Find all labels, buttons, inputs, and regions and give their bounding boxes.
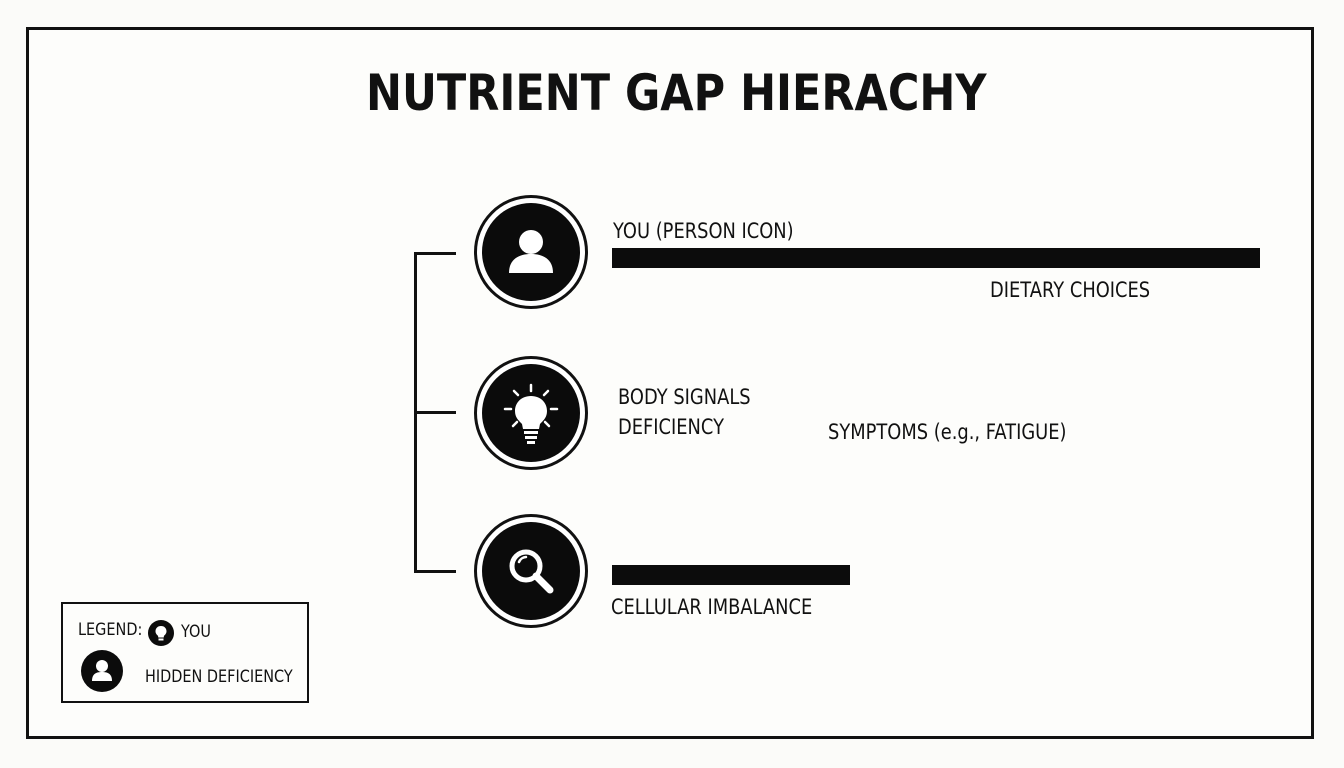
bracket-tick-middle <box>414 411 456 414</box>
legend-box: LEGEND: YOU HIDDEN DEFICIENCY <box>61 602 309 703</box>
bracket-tick-top <box>414 252 456 255</box>
level-node-lightbulb <box>474 356 588 470</box>
legend-item-you-label: YOU <box>181 622 211 642</box>
person-icon <box>509 230 553 273</box>
legend-item-hidden-deficiency-label: HIDDEN DEFICIENCY <box>145 667 293 687</box>
level-3-label: CELLULAR IMBALANCE <box>611 595 813 619</box>
level-node-magnifier <box>474 514 588 628</box>
page-title: NUTRIENT GAP HIERACHY <box>366 64 987 122</box>
legend-person-icon <box>81 650 123 692</box>
level-1-label: YOU (PERSON ICON) <box>613 219 794 243</box>
legend-heading: LEGEND: <box>78 620 143 640</box>
legend-lightbulb-icon <box>148 620 174 646</box>
level-2-note: SYMPTOMS (e.g., FATIGUE) <box>828 420 1067 444</box>
level-2-label-line2: DEFICIENCY <box>618 415 724 439</box>
level-1-note: DIETARY CHOICES <box>990 278 1151 302</box>
level-3-bar <box>612 565 850 585</box>
lightbulb-icon <box>503 383 559 444</box>
level-2-label-line1: BODY SIGNALS <box>618 385 751 409</box>
level-1-bar <box>612 248 1260 268</box>
magnifier-icon <box>509 549 554 594</box>
level-node-person <box>474 195 588 309</box>
bracket-tick-bottom <box>414 570 456 573</box>
